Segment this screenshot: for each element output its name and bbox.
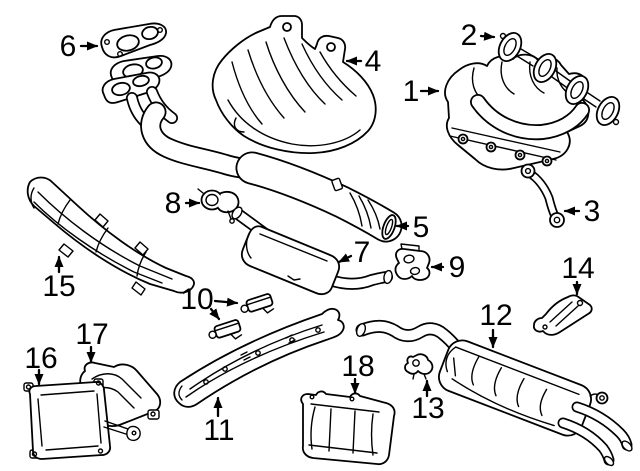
part-drawing-mounting-clamps xyxy=(208,293,275,340)
callouts: 1 2 3 4 5 6 7 8 xyxy=(24,19,600,447)
part-drawing-rear-heat-shield xyxy=(300,390,396,466)
callout-16-label: 16 xyxy=(24,342,57,375)
callout-8[interactable]: 8 xyxy=(165,187,201,220)
callout-14-label: 14 xyxy=(561,252,594,285)
callout-4-label: 4 xyxy=(365,45,382,78)
callout-14[interactable]: 14 xyxy=(561,252,595,296)
callout-8-label: 8 xyxy=(165,187,182,220)
callout-10[interactable]: 10 xyxy=(180,283,239,321)
callout-11[interactable]: 11 xyxy=(203,396,235,447)
part-drawing-muffler-hanger-bracket xyxy=(404,353,434,380)
callout-15[interactable]: 15 xyxy=(42,255,76,303)
part-drawing-exhaust-manifold xyxy=(444,53,590,171)
callout-6[interactable]: 6 xyxy=(60,30,99,63)
callout-16[interactable]: 16 xyxy=(24,342,58,386)
callout-13-label: 13 xyxy=(411,392,444,425)
callout-5-label: 5 xyxy=(413,211,430,244)
callout-9[interactable]: 9 xyxy=(430,251,466,284)
callout-1[interactable]: 1 xyxy=(403,75,440,108)
part-drawing-manifold-heat-shield xyxy=(211,15,377,154)
part-drawing-manifold-stay xyxy=(520,163,565,228)
part-drawing-rear-muffler xyxy=(355,319,633,467)
part-drawing-heat-shield-panel xyxy=(23,378,141,460)
callout-4[interactable]: 4 xyxy=(345,45,382,78)
part-drawing-floor-heat-shield xyxy=(173,307,345,408)
callout-13[interactable]: 13 xyxy=(411,379,445,425)
callout-11-label: 11 xyxy=(203,414,234,447)
callout-10-arrow-b xyxy=(209,307,221,321)
callout-18-label: 18 xyxy=(341,350,374,383)
part-drawing-mounting-bracket xyxy=(532,294,593,336)
callout-6-label: 6 xyxy=(60,30,77,63)
callout-5[interactable]: 5 xyxy=(395,211,430,244)
clamp-b xyxy=(208,319,243,340)
part-drawing-manifold-gasket xyxy=(497,32,621,126)
callout-1-label: 1 xyxy=(403,75,420,108)
callout-10-arrow-a xyxy=(213,297,239,307)
clamp-a xyxy=(240,293,275,314)
callout-12[interactable]: 12 xyxy=(479,299,513,349)
callout-17[interactable]: 17 xyxy=(75,318,109,364)
callout-10-label: 10 xyxy=(180,283,213,316)
callout-2[interactable]: 2 xyxy=(461,19,496,52)
callout-3[interactable]: 3 xyxy=(563,195,601,228)
callout-7-arrow xyxy=(337,253,353,264)
part-drawing-front-floor-heat-shield xyxy=(26,176,195,296)
callout-2-label: 2 xyxy=(461,19,478,52)
part-drawing-front-pipe-gasket xyxy=(100,22,167,59)
callout-7[interactable]: 7 xyxy=(337,236,371,269)
callout-12-label: 12 xyxy=(479,299,512,332)
part-drawing-hanger-insulator xyxy=(394,243,431,281)
diagram-line-art xyxy=(23,15,633,467)
callout-2-arrow xyxy=(479,31,496,41)
callout-17-label: 17 xyxy=(75,318,108,351)
callout-7-label: 7 xyxy=(354,236,371,269)
callout-18[interactable]: 18 xyxy=(341,350,375,395)
part-drawing-front-pipe-catalytic-converter xyxy=(101,54,403,243)
callout-3-label: 3 xyxy=(584,195,601,228)
callout-9-label: 9 xyxy=(449,251,466,284)
callout-15-label: 15 xyxy=(42,270,75,303)
part-drawing-center-muffler xyxy=(231,206,393,296)
